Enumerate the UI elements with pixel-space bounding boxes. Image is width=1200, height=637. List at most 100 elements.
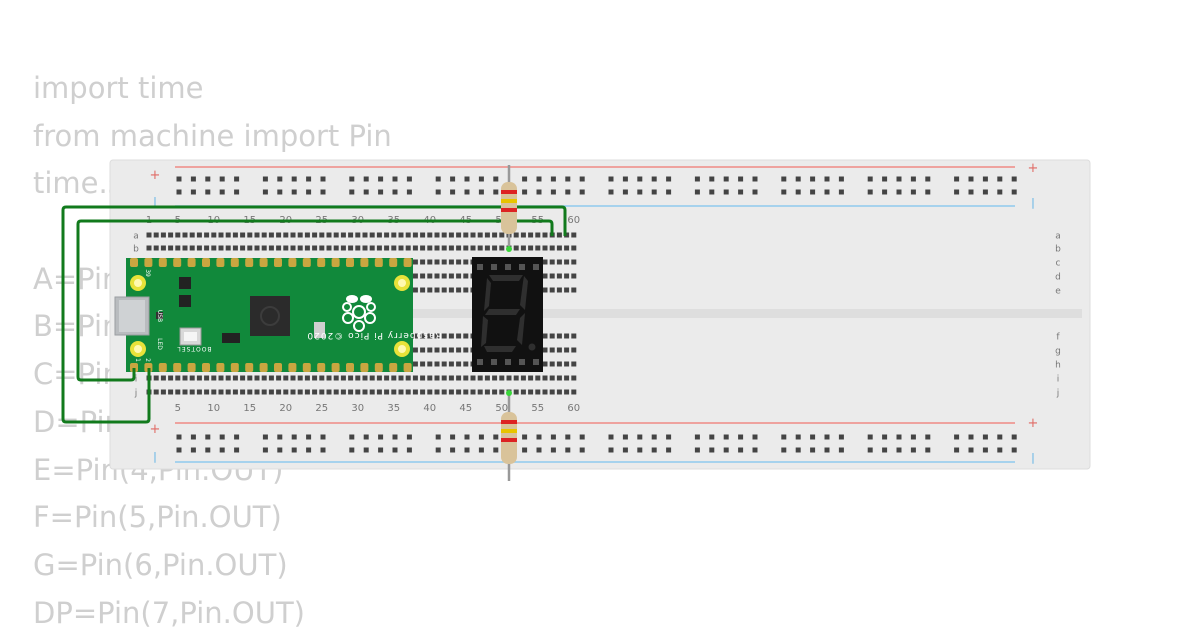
wire[interactable] [61,205,567,424]
rail-hole[interactable] [982,447,988,453]
breadboard-hole[interactable] [326,389,332,395]
breadboard-hole[interactable] [499,245,505,251]
wire[interactable] [76,219,554,382]
rail-hole[interactable] [450,447,456,453]
rail-hole[interactable] [406,434,412,440]
breadboard-hole[interactable] [513,245,519,251]
rail-hole[interactable] [882,434,888,440]
rail-hole[interactable] [997,189,1003,195]
rail-hole[interactable] [925,189,931,195]
breadboard-hole[interactable] [218,389,224,395]
breadboard-hole[interactable] [240,375,246,381]
breadboard-hole[interactable] [384,375,390,381]
breadboard-hole[interactable] [340,375,346,381]
breadboard-hole[interactable] [549,375,555,381]
rail-hole[interactable] [752,447,758,453]
breadboard-hole[interactable] [564,287,570,293]
breadboard-hole[interactable] [571,245,577,251]
rail-hole[interactable] [579,189,585,195]
breadboard-hole[interactable] [160,232,166,238]
resistors[interactable] [501,165,517,481]
rail-hole[interactable] [579,176,585,182]
rail-hole[interactable] [867,189,873,195]
rail-hole[interactable] [838,176,844,182]
breadboard-hole[interactable] [369,389,375,395]
breadboard-hole[interactable] [376,245,382,251]
rail-hole[interactable] [450,189,456,195]
breadboard-hole[interactable] [456,361,462,367]
breadboard-hole[interactable] [434,375,440,381]
breadboard-hole[interactable] [571,259,577,265]
breadboard-hole[interactable] [434,287,440,293]
rail-hole[interactable] [176,434,182,440]
breadboard-hole[interactable] [456,389,462,395]
rail-hole[interactable] [450,434,456,440]
rail-hole[interactable] [608,176,614,182]
breadboard-hole[interactable] [304,245,310,251]
rail-hole[interactable] [622,447,628,453]
rail-hole[interactable] [910,434,916,440]
breadboard-hole[interactable] [232,375,238,381]
breadboard-hole[interactable] [448,287,454,293]
rail-hole[interactable] [997,176,1003,182]
breadboard-hole[interactable] [571,273,577,279]
breadboard-hole[interactable] [247,245,253,251]
rail-hole[interactable] [478,447,484,453]
rail-hole[interactable] [234,189,240,195]
rail-hole[interactable] [306,447,312,453]
breadboard-hole[interactable] [506,375,512,381]
breadboard-hole[interactable] [355,375,361,381]
breadboard-hole[interactable] [448,361,454,367]
rail-hole[interactable] [550,189,556,195]
rail-hole[interactable] [867,434,873,440]
breadboard-hole[interactable] [571,347,577,353]
breadboard-hole[interactable] [333,375,339,381]
breadboard-hole[interactable] [556,375,562,381]
rail-hole[interactable] [190,434,196,440]
rail-hole[interactable] [666,176,672,182]
breadboard-hole[interactable] [448,389,454,395]
rail-hole[interactable] [219,434,225,440]
rail-hole[interactable] [738,434,744,440]
breadboard-hole[interactable] [405,389,411,395]
breadboard-hole[interactable] [463,287,469,293]
breadboard-hole[interactable] [549,347,555,353]
rail-hole[interactable] [867,447,873,453]
rail-hole[interactable] [320,434,326,440]
breadboard-hole[interactable] [168,375,174,381]
breadboard-hole[interactable] [434,245,440,251]
breadboard-hole[interactable] [427,333,433,339]
breadboard-hole[interactable] [427,361,433,367]
rail-hole[interactable] [550,176,556,182]
breadboard-hole[interactable] [492,389,498,395]
breadboard-hole[interactable] [297,245,303,251]
rail-hole[interactable] [363,189,369,195]
rail-hole[interactable] [565,176,571,182]
breadboard-hole[interactable] [448,375,454,381]
rail-hole[interactable] [738,189,744,195]
rail-hole[interactable] [464,176,470,182]
rail-hole[interactable] [666,434,672,440]
rail-hole[interactable] [522,189,528,195]
rail-hole[interactable] [493,447,499,453]
rail-hole[interactable] [277,447,283,453]
breadboard-hole[interactable] [304,389,310,395]
rail-hole[interactable] [435,176,441,182]
breadboard-hole[interactable] [398,245,404,251]
rail-hole[interactable] [205,447,211,453]
breadboard-hole[interactable] [427,347,433,353]
rail-hole[interactable] [522,176,528,182]
breadboard-hole[interactable] [499,232,505,238]
breadboard-hole[interactable] [463,375,469,381]
breadboard-hole[interactable] [420,287,426,293]
breadboard-hole[interactable] [405,375,411,381]
breadboard-hole[interactable] [240,245,246,251]
rail-hole[interactable] [824,434,830,440]
breadboard-hole[interactable] [175,389,181,395]
breadboard-hole[interactable] [412,333,418,339]
breadboard-hole[interactable] [168,389,174,395]
breadboard-hole[interactable] [456,273,462,279]
breadboard-hole[interactable] [470,375,476,381]
breadboard-hole[interactable] [441,232,447,238]
breadboard-hole[interactable] [456,287,462,293]
